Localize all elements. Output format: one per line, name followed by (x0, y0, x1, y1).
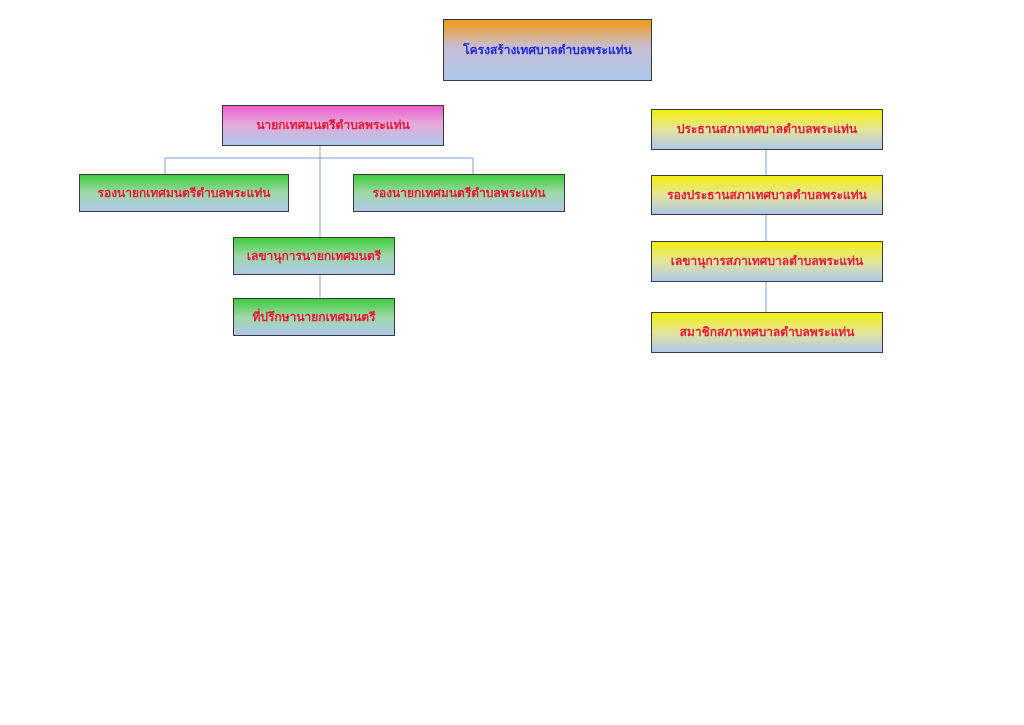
node-mayor: นายกเทศมนตรีตำบลพระแท่น (222, 105, 444, 146)
diagram-title: โครงสร้างเทศบาลตำบลพระแท่น (443, 19, 652, 81)
node-mayor-advisor: ที่ปรึกษานายกเทศมนตรี (233, 298, 395, 336)
node-mayor-secretary: เลขานุการนายกเทศมนตรี (233, 237, 395, 275)
node-council-secretary: เลขานุการสภาเทศบาลตำบลพระแท่น (651, 241, 883, 282)
node-council-vice-president: รองประธานสภาเทศบาลตำบลพระแท่น (651, 175, 883, 215)
node-council-president: ประธานสภาเทศบาลตำบลพระแท่น (651, 109, 883, 150)
node-deputy-mayor-left: รองนายกเทศมนตรีตำบลพระแท่น (79, 174, 289, 212)
node-deputy-mayor-right: รองนายกเทศมนตรีตำบลพระแท่น (353, 174, 565, 212)
node-council-members: สมาชิกสภาเทศบาลตำบลพระแท่น (651, 312, 883, 353)
